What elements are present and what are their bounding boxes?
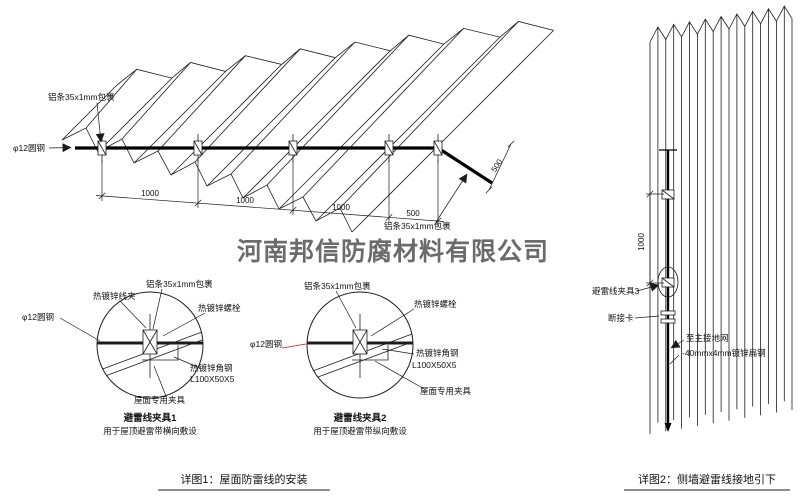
leader-d2-round-steel	[281, 343, 307, 349]
caption-detail-1: 详图1：屋面防雷线的安装	[180, 472, 307, 486]
disconnect-link-plate-top	[660, 310, 676, 316]
roof-leader-lines	[48, 102, 468, 223]
label-d1-wire-clip: 热镀锌线夹	[93, 291, 136, 301]
label-alu-strip-bottom: 铝条35x1mm包裹	[384, 221, 451, 231]
clamp-callout-ellipse	[657, 266, 679, 298]
label-d1-round-steel: φ12圆钢	[22, 312, 54, 322]
label-d2-bolt: 热镀锌螺栓	[414, 299, 457, 309]
label-d1-angle-spec: L100X50X5	[190, 374, 235, 384]
roof-dimension-lines	[95, 140, 515, 226]
dim-1000-3: 1000	[332, 203, 350, 212]
label-d2-alu-strip: 铝条35x1mm包裹	[304, 281, 371, 291]
roof-ridge-lines	[61, 21, 554, 233]
wall-fittings	[657, 189, 679, 324]
label-d2-angle-steel: 热镀锌角钢	[416, 348, 459, 358]
label-d1-roof-clamp: 屋面专用夹具	[134, 395, 186, 405]
detail-circle-2	[306, 291, 414, 399]
label-wall-to-ground: 至主接地网	[686, 333, 729, 343]
detail-circle-2-leaders	[335, 290, 427, 391]
dim-1000-1: 1000	[141, 189, 159, 198]
caption-detail-2: 详图2：侧墙避雷线接地引下	[638, 472, 776, 486]
label-alu-strip-top: 铝条35x1mm包裹	[48, 92, 115, 102]
detail-1-title: 避雷线夹具1	[124, 412, 178, 424]
detail-circle-1-internals	[97, 314, 203, 379]
label-d1-angle-steel: 热镀锌角钢	[190, 363, 233, 373]
label-d2-round-steel: φ12圆钢	[250, 339, 282, 349]
wall-rib-lines	[649, 6, 793, 434]
dim-1000-2: 1000	[236, 196, 254, 205]
label-wall-disconnect: 断接卡	[608, 313, 634, 323]
wall-corrugated-panel	[649, 5, 793, 434]
detail-2-title: 避雷线夹具2	[334, 412, 387, 424]
detail-1-subtitle: 用于屋顶避雷带横向敷设	[103, 426, 197, 436]
detail-circle-1-leaders	[59, 288, 206, 397]
label-d2-angle-spec: L100X50X5	[412, 360, 457, 370]
label-d2-roof-clamp: 屋面专用夹具	[420, 386, 472, 396]
roof-dimension-texts: 1000 1000 1000 500 500	[141, 157, 505, 218]
label-d1-bolt: 热镀锌螺栓	[198, 303, 241, 313]
dim-500-1: 500	[406, 209, 420, 218]
company-watermark: 河南邦信防腐材料有限公司	[237, 237, 549, 266]
disconnect-link-plate-bottom	[660, 318, 676, 324]
lightning-conductor-line	[75, 146, 493, 185]
dim-wall-1000: 1000	[637, 233, 646, 251]
wall-leader-lines	[634, 282, 685, 365]
label-round-steel: φ12圆钢	[13, 143, 45, 153]
wall-dimension	[646, 190, 664, 287]
label-wall-clamp3: 避雷线夹具3	[592, 286, 640, 296]
label-d1-alu-strip: 铝条35x1mm包裹	[146, 279, 213, 289]
roof-corrugated-sheet	[61, 21, 554, 233]
label-wall-flat-steel: -40mmx4mm镀锌扁钢	[682, 348, 766, 358]
dim-500-2: 500	[489, 157, 504, 174]
detail-circle-1	[96, 291, 204, 399]
detail-circle-2-internals	[307, 314, 413, 381]
detail-2-subtitle: 用于屋顶避雷带纵向敷设	[313, 426, 407, 436]
